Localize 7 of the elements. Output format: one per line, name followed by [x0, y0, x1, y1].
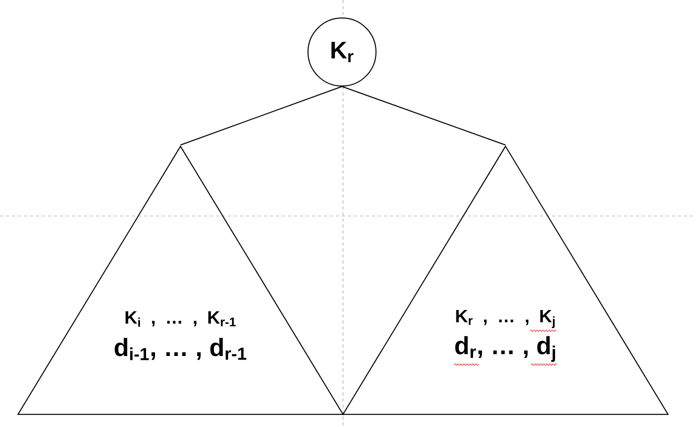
triangle-label: K$_{i}$ , … , K$_{r-1}$ — [126, 311, 236, 327]
connector-line — [342, 86, 506, 146]
circle-node: K$_{r}$ — [308, 18, 376, 86]
triangle-label: d$_{i-1}$, … , d$_{r-1}$ — [114, 338, 246, 360]
triangle-label: d$_{r}$, … , d$_{j}$ — [455, 336, 556, 362]
connector-line — [180, 86, 342, 146]
triangle-label: K$_{r}$ , … , K$_{j}$ — [456, 310, 555, 328]
